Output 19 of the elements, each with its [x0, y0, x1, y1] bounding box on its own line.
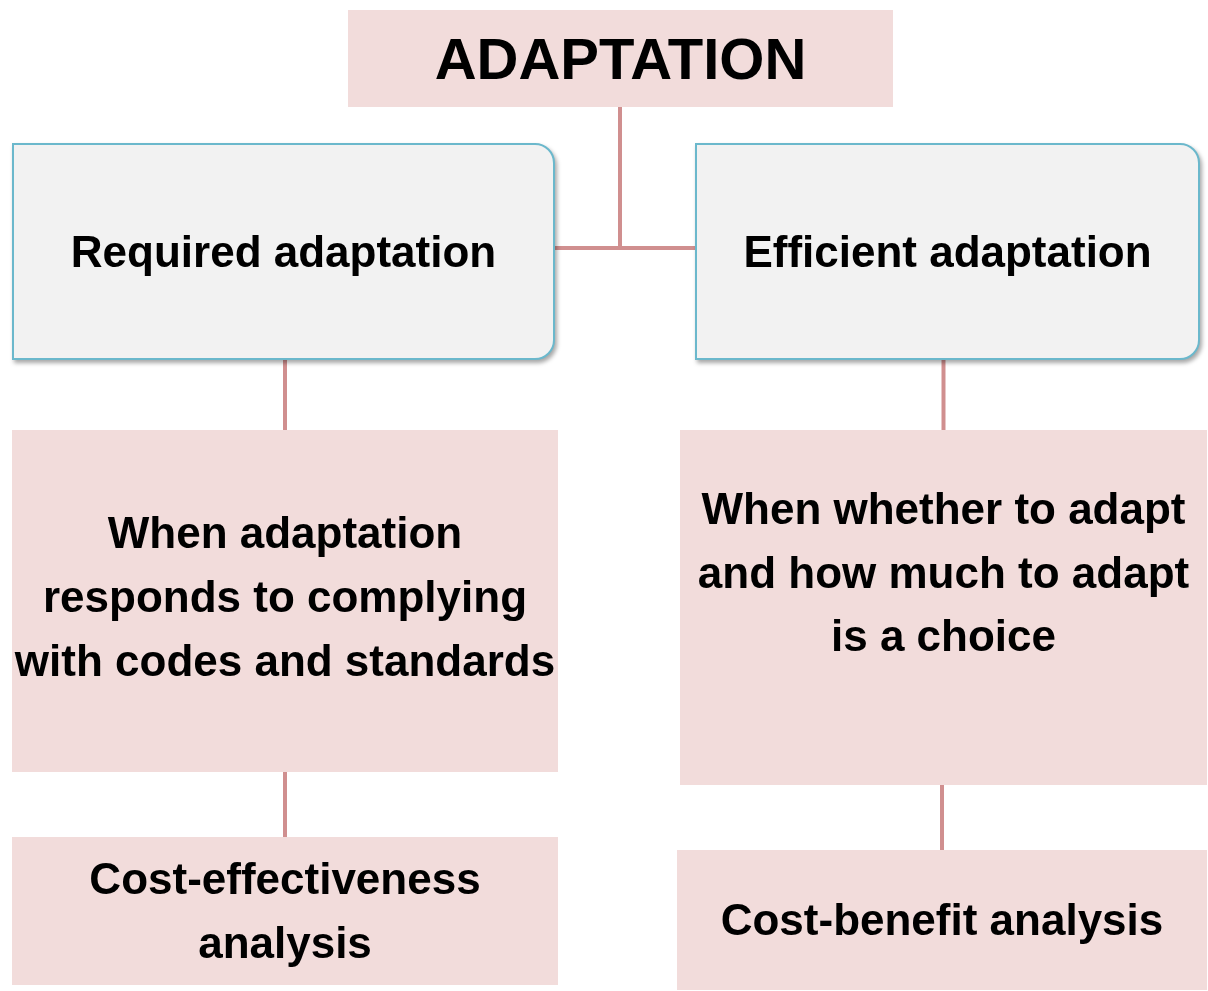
connector-line	[618, 107, 695, 250]
connector-line	[283, 360, 287, 430]
box-text: When adaptation responds to complying with codes and standards	[13, 507, 557, 687]
method-box	[677, 850, 1207, 990]
method-box	[12, 837, 558, 985]
description-box	[680, 430, 1207, 785]
box-text: Efficient adaptation	[743, 225, 1152, 278]
box-text: Cost-effectiveness analysis	[88, 853, 482, 969]
connector-line	[941, 360, 946, 430]
box-text: Required adaptation	[70, 225, 497, 278]
category-box	[12, 143, 555, 360]
connector-line	[283, 772, 287, 837]
box-text: When whether to adapt and how much to adapt is a choice	[696, 482, 1191, 663]
box-text: Cost-benefit analysis	[720, 894, 1164, 947]
title-text: ADAPTATION	[434, 26, 807, 91]
description-box	[12, 430, 558, 772]
category-box	[695, 143, 1200, 360]
title-box	[348, 10, 893, 107]
connector-line	[940, 785, 944, 850]
